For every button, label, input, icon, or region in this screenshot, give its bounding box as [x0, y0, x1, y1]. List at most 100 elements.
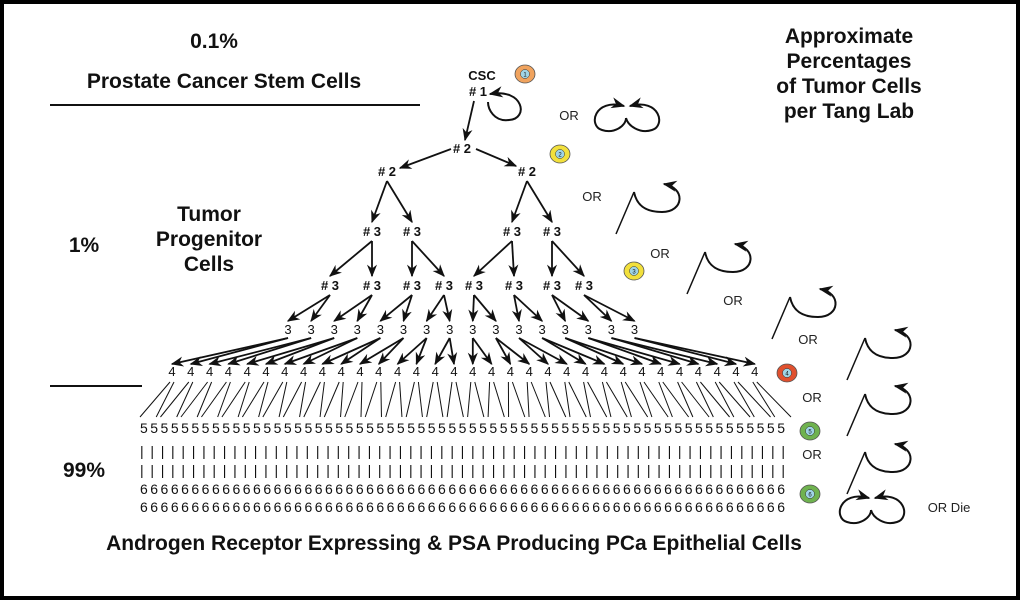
cell-gen3: # 3	[363, 278, 381, 293]
cell-gen4: 4	[168, 364, 175, 379]
lineage-line	[221, 381, 246, 418]
lineage-line	[737, 381, 771, 418]
cell-gen4: 4	[732, 364, 739, 379]
symmetric-division-arrow	[625, 97, 661, 132]
division-arrow	[310, 294, 331, 323]
division-option-label: OR	[723, 293, 743, 308]
lineage-line	[639, 381, 653, 418]
division-arrow	[468, 294, 479, 323]
cell-gen3-late: 3	[307, 322, 314, 337]
lineage-line	[474, 381, 485, 418]
cell-gen4: 4	[356, 364, 363, 379]
cell-gen3-late: 3	[423, 322, 430, 337]
lineage-line	[681, 381, 710, 418]
stage-badge-number: 3	[632, 270, 636, 276]
cell-gen2: # 2	[453, 141, 471, 156]
symmetric-division-arrow	[593, 97, 627, 132]
division-arrow	[462, 100, 475, 142]
cell-gen3-late: 3	[354, 322, 361, 337]
division-arrow	[541, 337, 606, 365]
cell-gen4: 4	[450, 364, 457, 379]
cell-gen4: 4	[657, 364, 664, 379]
division-arrow	[415, 337, 428, 366]
division-arrow	[518, 337, 568, 365]
cell-gen4: 4	[714, 364, 721, 379]
cell-gen2: # 2	[378, 164, 396, 179]
division-arrow	[386, 180, 413, 224]
lineage-line	[714, 381, 735, 418]
cell-gen4: 4	[507, 364, 514, 379]
lineage-line	[385, 381, 397, 418]
lineage-line	[323, 381, 340, 418]
differentiation-line	[771, 296, 791, 340]
lineage-line	[695, 381, 714, 418]
lineage-line	[564, 381, 571, 418]
division-option-label: OR	[802, 447, 822, 462]
asymmetric-division-arrow	[633, 180, 681, 214]
division-arrow	[473, 240, 513, 277]
lineage-line	[344, 381, 359, 418]
cell-gen3-late: 3	[377, 322, 384, 337]
lineage-line	[601, 381, 612, 418]
division-arrow	[371, 180, 388, 224]
stage-badge-inner	[805, 426, 815, 436]
cell-row-gen6: 6666666666666666666666666666666666666666…	[140, 481, 785, 497]
stage-badge-inner	[805, 489, 815, 499]
lineage-line	[176, 381, 194, 418]
division-arrow	[227, 337, 312, 366]
cell-gen3: # 3	[543, 224, 561, 239]
lineage-line	[282, 381, 303, 418]
lineage-line	[180, 381, 208, 418]
stage-badge-number: 2	[558, 153, 562, 159]
approx-title: Approximate Percentages of Tumor Cells p…	[734, 24, 964, 124]
cell-row-gen6: 6666666666666666666666666666666666666666…	[140, 499, 785, 515]
division-arrow	[564, 337, 625, 365]
division-arrow	[513, 294, 544, 322]
cell-gen3-late: 3	[631, 322, 638, 337]
division-arrow	[356, 294, 373, 323]
cell-gen4: 4	[187, 364, 194, 379]
cell-gen2: # 2	[518, 164, 536, 179]
division-arrow	[402, 294, 413, 323]
csc-label: CSC	[468, 68, 496, 83]
csc-percentage: 0.1%	[190, 30, 238, 53]
lineage-line	[643, 381, 669, 418]
cell-gen4: 4	[751, 364, 758, 379]
lineage-line	[340, 381, 344, 418]
division-arrow	[245, 337, 335, 366]
lineage-tree: CSC# 1# 2# 2# 2# 3# 3# 3# 3# 3# 3# 3# 3#…	[139, 64, 970, 524]
lineage-line	[455, 381, 464, 418]
division-arrow	[340, 337, 381, 365]
lineage-line	[262, 381, 284, 418]
asymmetric-division-arrow	[789, 285, 837, 319]
division-arrow	[551, 294, 567, 323]
differentiation-line	[846, 337, 866, 381]
cell-gen4: 4	[338, 364, 345, 379]
division-arrow	[551, 240, 585, 277]
lineage-line	[487, 381, 491, 418]
transition-bars: ||||||||||||||||||||||||||||||||||||||||…	[140, 462, 785, 478]
lineage-line	[511, 381, 526, 418]
lineage-line	[756, 381, 792, 418]
lineage-line	[278, 381, 288, 418]
cell-gen4: 4	[225, 364, 232, 379]
diagram-canvas: 0.1% Prostate Cancer Stem Cells Approxim…	[4, 4, 1016, 596]
lineage-line	[718, 381, 751, 418]
lineage-line	[303, 381, 321, 418]
cell-gen4: 4	[563, 364, 570, 379]
cell-gen3-late: 3	[492, 322, 499, 337]
cell-gen3: # 3	[403, 224, 421, 239]
division-arrow	[321, 337, 381, 365]
bottom-title: Androgen Receptor Expressing & PSA Produ…	[106, 532, 802, 555]
cell-gen4: 4	[244, 364, 251, 379]
lineage-line	[662, 381, 690, 418]
lineage-line	[700, 381, 730, 418]
approx-line: Percentages	[786, 50, 912, 73]
division-arrow	[434, 337, 451, 366]
asymmetric-division-arrow	[704, 240, 752, 274]
division-arrow	[358, 337, 404, 365]
lineage-line	[436, 381, 444, 418]
lineage-line	[733, 381, 755, 418]
lineage-line	[241, 381, 265, 418]
stage-badge-inner	[520, 69, 530, 79]
